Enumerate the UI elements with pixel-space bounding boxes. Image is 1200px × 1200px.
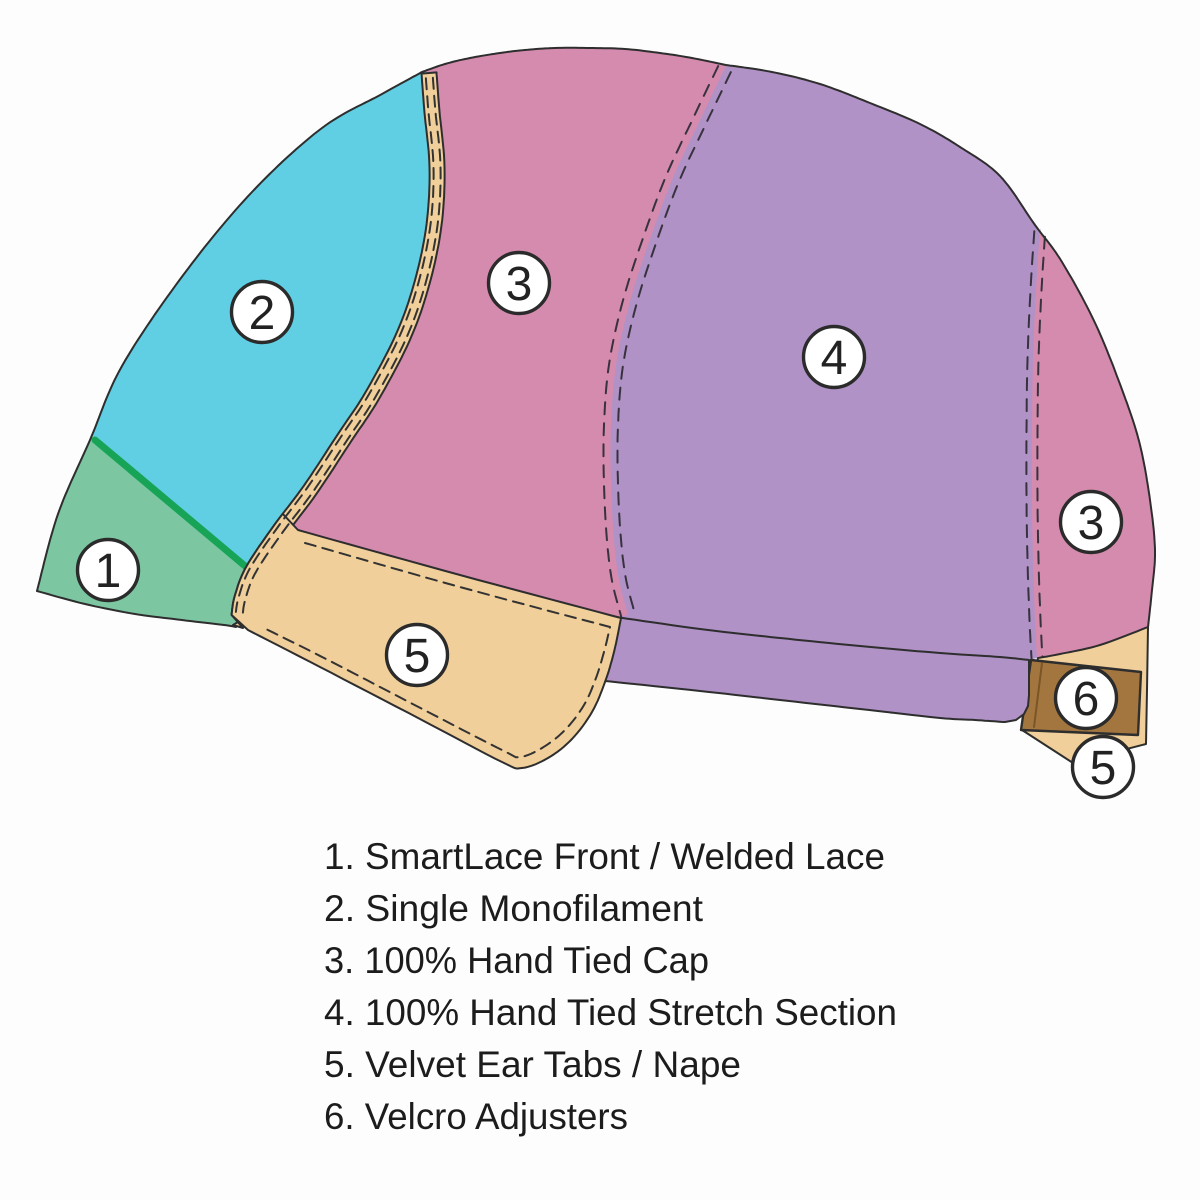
- svg-text:1: 1: [95, 545, 122, 598]
- svg-text:5: 5: [404, 630, 431, 683]
- svg-text:5: 5: [1090, 742, 1117, 795]
- svg-text:2. Single Monofilament: 2. Single Monofilament: [324, 888, 704, 929]
- svg-text:4: 4: [821, 332, 848, 385]
- svg-text:4. 100% Hand Tied Stretch Sect: 4. 100% Hand Tied Stretch Section: [324, 992, 897, 1033]
- svg-text:1. SmartLace Front / Welded La: 1. SmartLace Front / Welded Lace: [324, 836, 885, 877]
- svg-text:3. 100% Hand Tied Cap: 3. 100% Hand Tied Cap: [324, 940, 709, 981]
- svg-text:6. Velcro Adjusters: 6. Velcro Adjusters: [324, 1096, 628, 1137]
- svg-text:6: 6: [1073, 673, 1100, 726]
- svg-text:2: 2: [249, 287, 276, 340]
- svg-text:5. Velvet Ear Tabs / Nape: 5. Velvet Ear Tabs / Nape: [324, 1044, 741, 1085]
- svg-text:3: 3: [506, 258, 533, 311]
- svg-text:3: 3: [1078, 497, 1105, 550]
